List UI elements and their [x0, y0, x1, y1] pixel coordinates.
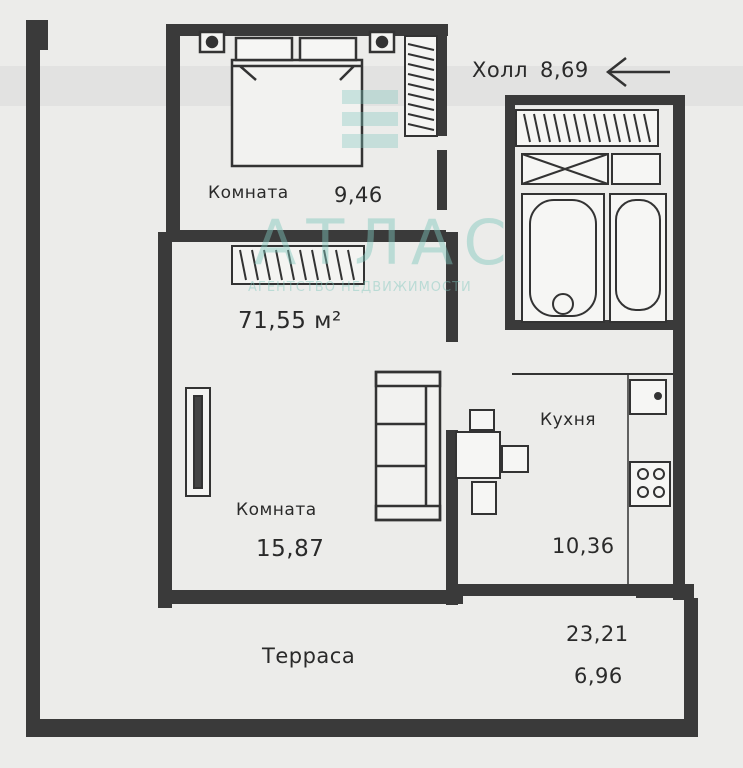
terrace-label: Терраса: [262, 644, 356, 668]
outer-walls: [26, 20, 698, 737]
hall-arrow: [605, 57, 670, 87]
kitchen-area: 10,36: [552, 534, 615, 558]
watermark-brand: АТЛАС: [254, 206, 517, 279]
watermark-logo: [342, 90, 398, 148]
kitchen-counter: [512, 373, 673, 584]
double-bed: [198, 30, 396, 168]
kitchen-label: Кухня: [540, 410, 597, 430]
hall-area: 8,69: [540, 58, 589, 82]
bedroom-label: Комната: [208, 183, 289, 203]
living-wardrobe: [231, 245, 365, 285]
watermark-tagline: АГЕНТСТВО НЕДВИЖИМОСТИ: [248, 280, 472, 295]
hall-label: Холл: [472, 58, 529, 82]
tv-unit: [185, 387, 211, 497]
apartment-total-area: 71,55 м²: [238, 308, 342, 334]
bedroom-area: 9,46: [334, 183, 383, 207]
dining-set: [455, 409, 529, 515]
bathroom: [515, 109, 667, 323]
living-area: 15,87: [256, 536, 325, 562]
bedroom-walls: [166, 24, 448, 242]
terrace-area-reduced: 6,96: [574, 664, 623, 688]
bedroom-wardrobe: [404, 35, 438, 137]
terrace-area: 23,21: [566, 622, 629, 646]
living-label: Комната: [236, 500, 317, 520]
sofa: [374, 370, 442, 522]
kitchen-walls: [458, 95, 694, 600]
